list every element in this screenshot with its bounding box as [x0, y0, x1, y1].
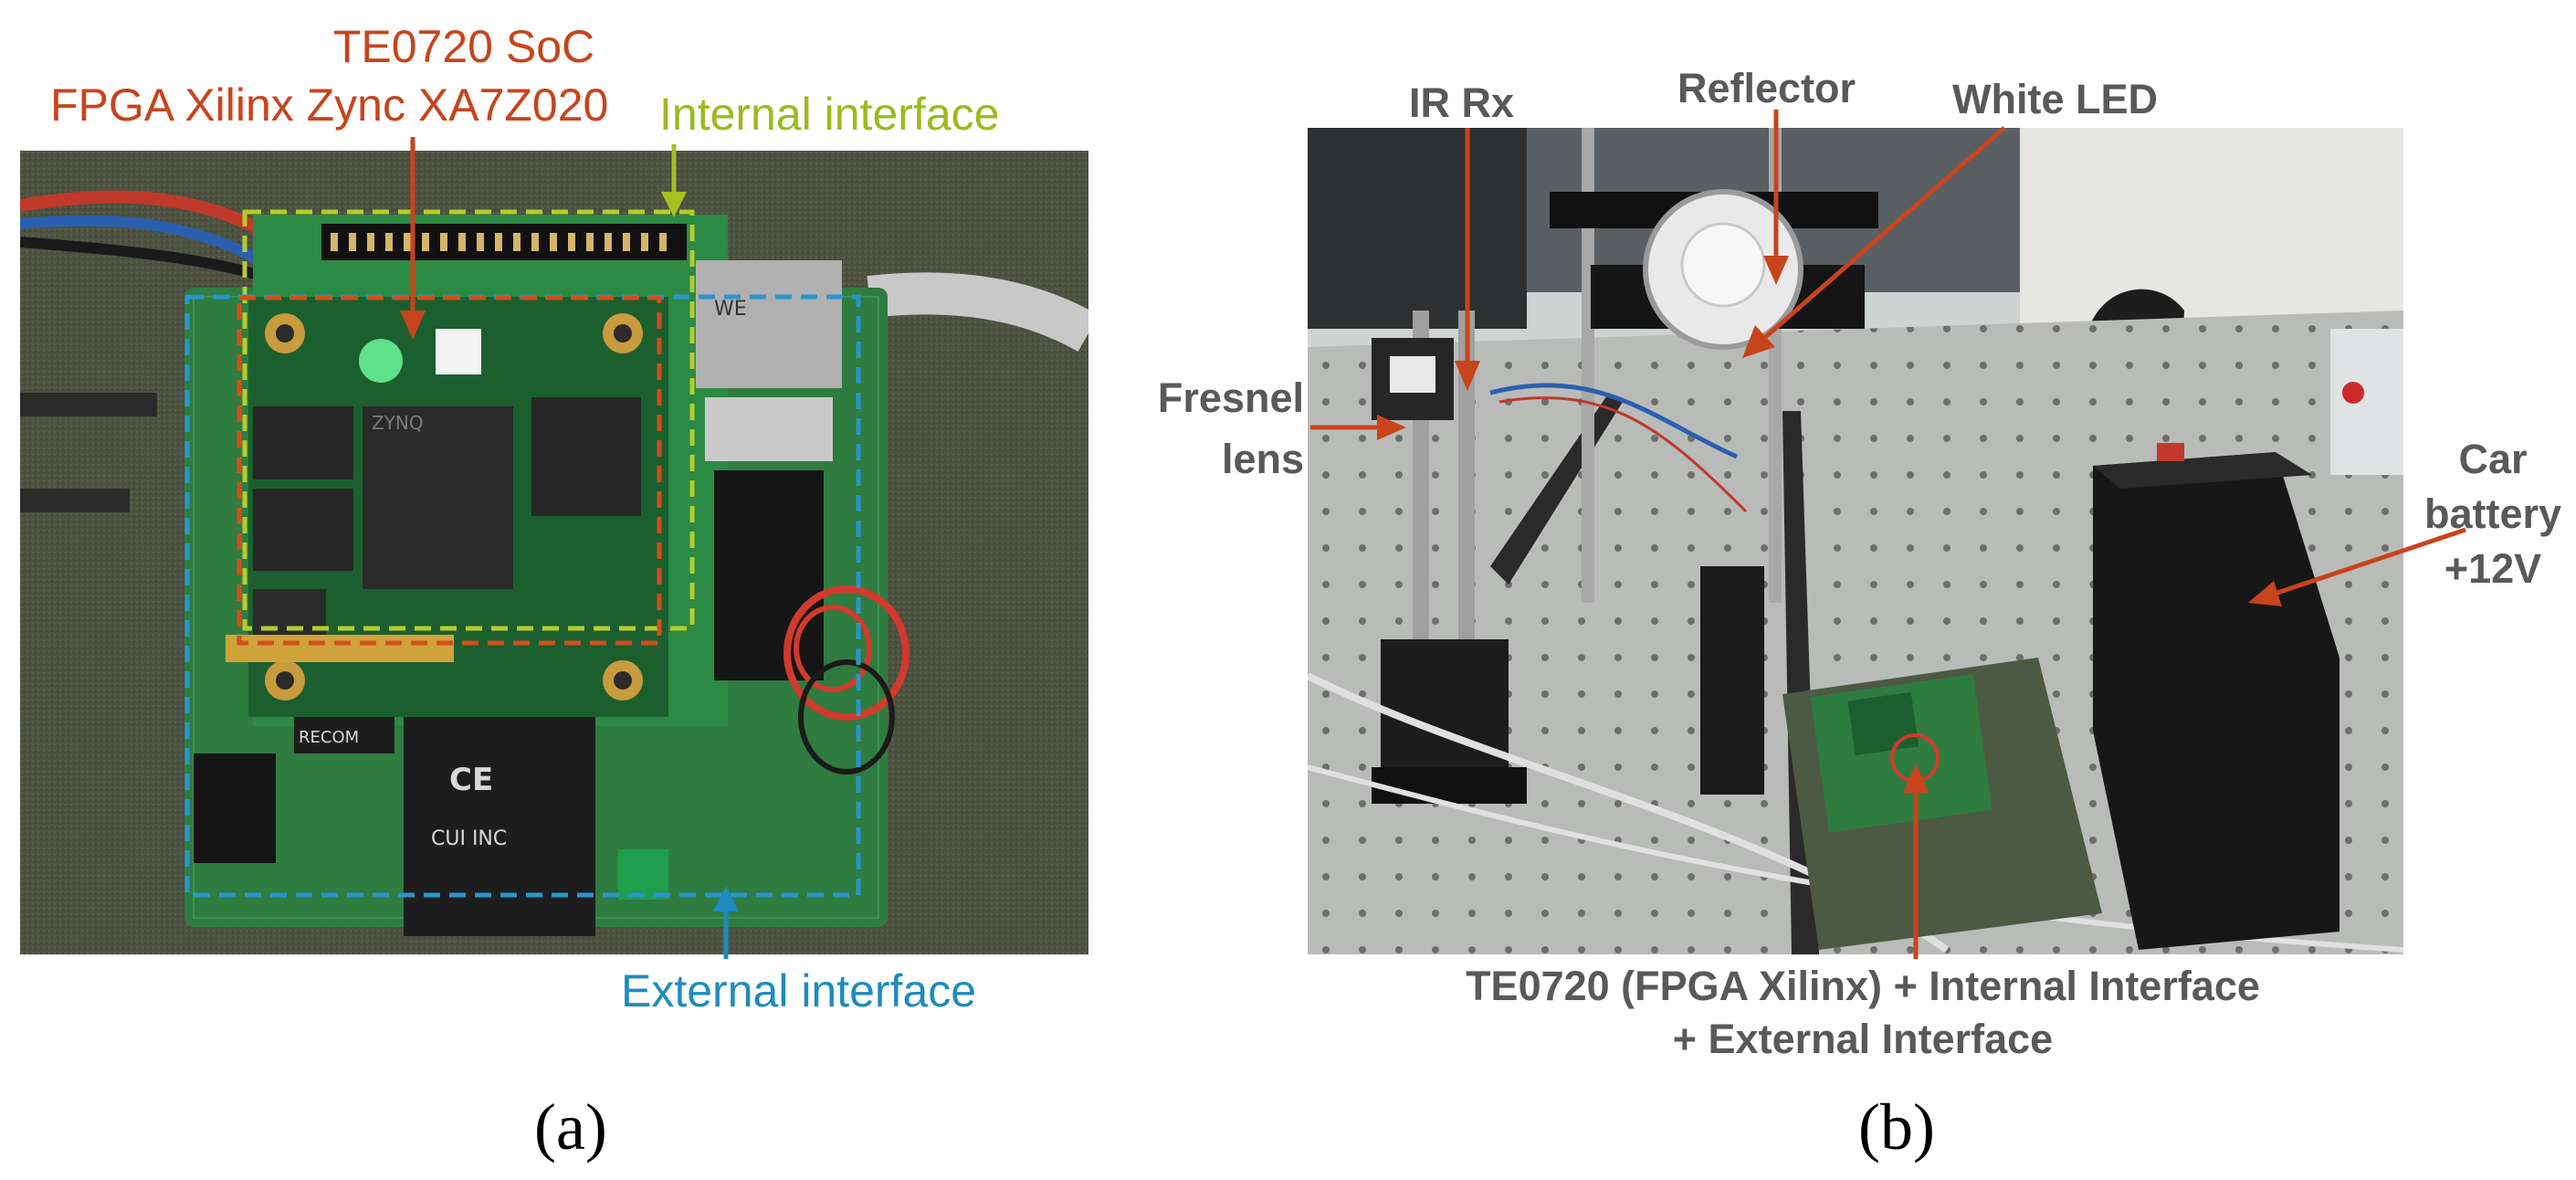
internal-interface-label: Internal interface	[659, 89, 1000, 140]
battery-label: battery	[2424, 490, 2562, 537]
panel-b-tag: (b)	[1858, 1090, 1935, 1164]
svg-text:CUI INC: CUI INC	[431, 827, 507, 850]
svg-text:ZYNQ: ZYNQ	[372, 412, 424, 434]
panel-a-tag: (a)	[534, 1090, 607, 1164]
panel-a-photo: ZYNQ WE CE CUI INC RECOM	[20, 151, 1088, 954]
te0720-soc-label: TE0720 SoC	[332, 21, 595, 72]
reflector-label: Reflector	[1677, 65, 1856, 111]
setup-caption-line1: TE0720 (FPGA Xilinx) + Internal Interfac…	[1466, 963, 2260, 1009]
ir-rx-label: IR Rx	[1409, 79, 1515, 126]
fresnel-label: Fresnel	[1157, 374, 1304, 421]
svg-text:RECOM: RECOM	[299, 728, 359, 747]
setup-caption-line2: + External Interface	[1672, 1016, 2054, 1062]
power-module	[404, 717, 595, 936]
panel-b-lab-illustration	[1308, 128, 2403, 954]
fpga-xilinx-label: FPGA Xilinx Zync XA7Z020	[50, 79, 609, 131]
external-interface-label: External interface	[621, 965, 977, 1017]
panel-b-photo	[1308, 128, 2403, 954]
ethernet-jack	[696, 260, 842, 388]
panel-a-board-illustration: ZYNQ WE CE CUI INC RECOM	[20, 151, 1088, 954]
car-label: Car	[2458, 436, 2528, 482]
white-led-label: White LED	[1952, 76, 2158, 122]
voltage-label: +12V	[2444, 545, 2542, 592]
lens-label: lens	[1221, 436, 1304, 482]
svg-text:CE: CE	[449, 762, 493, 798]
svg-text:WE: WE	[714, 298, 747, 321]
center-post-base	[1700, 566, 1764, 795]
